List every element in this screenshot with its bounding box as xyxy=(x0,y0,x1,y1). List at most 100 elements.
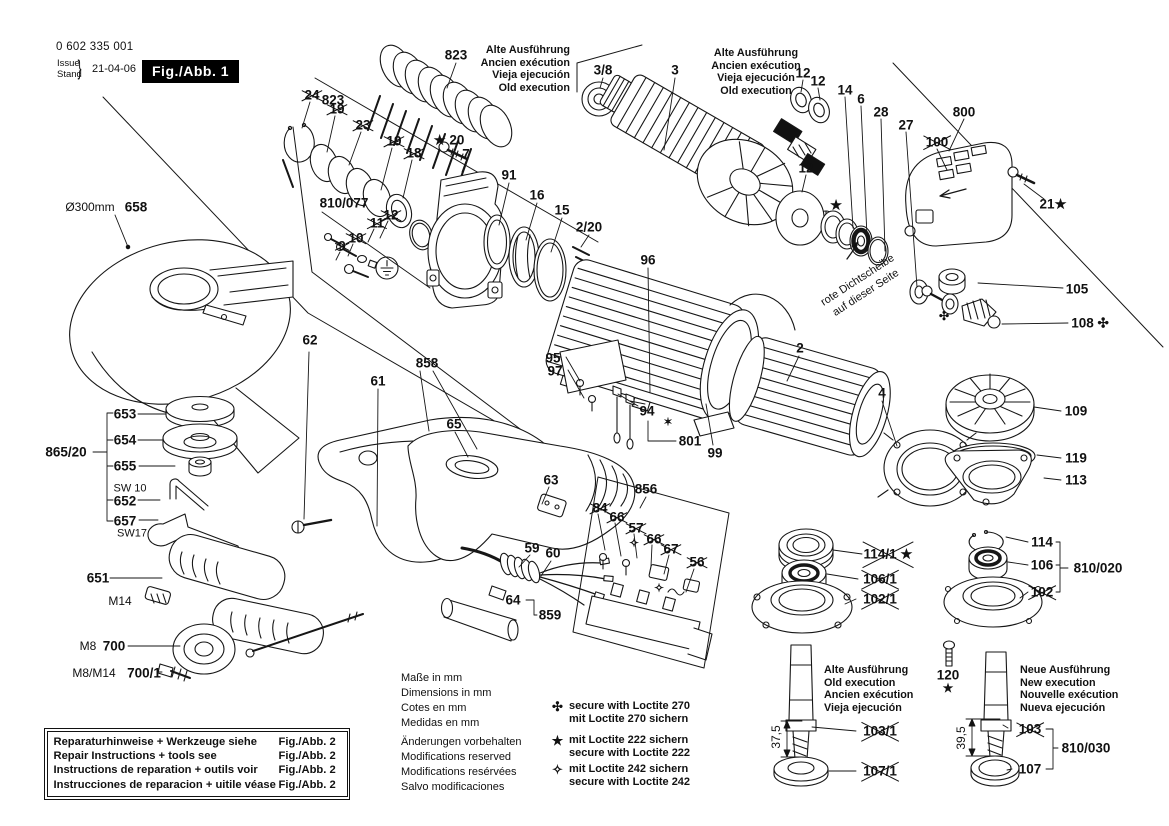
part-label-sym: ✣ xyxy=(938,309,950,323)
part-label-823: 823 xyxy=(444,47,468,63)
part-label-3-8: 3/8 xyxy=(593,62,613,78)
part-label-700-1: 700/1 xyxy=(127,665,161,681)
part-label-sym: ✧ xyxy=(628,536,640,550)
spindle-old-drawing xyxy=(773,644,829,787)
info-text: Instrucciones de reparacion + uitile véa… xyxy=(53,778,276,791)
spring-washer-stack-drawing xyxy=(379,44,513,148)
part-label-12: 12 xyxy=(383,207,399,223)
part-label-15: 15 xyxy=(554,202,570,218)
info-figure-ref: Fig./Abb. 2 xyxy=(278,749,336,762)
part-label-66: 66 xyxy=(609,509,625,525)
part-label-858: 858 xyxy=(415,355,439,371)
ring-set-drawing xyxy=(483,214,593,302)
part-label-19: 19 xyxy=(329,101,345,117)
part-label-39-5: 39,5 xyxy=(954,726,968,750)
part-label-24: 24 xyxy=(304,87,320,103)
part-label-m8: M8 xyxy=(79,639,97,653)
part-label-657: 657 xyxy=(113,513,137,529)
legend-symbol-icon: ✣ xyxy=(552,699,563,714)
part-label-61: 61 xyxy=(370,373,386,389)
part-label-94: 94 xyxy=(639,403,655,419)
issue-label: Issue xyxy=(57,58,80,69)
figure-label: Fig./Abb. 1 xyxy=(142,60,240,83)
part-label-60: 60 xyxy=(545,545,561,561)
part-label-sym: ✧ xyxy=(653,581,665,595)
part-label-100: 100 xyxy=(925,134,949,150)
part-label-6: 6 xyxy=(857,91,865,107)
info-figure-ref: Fig./Abb. 2 xyxy=(278,764,336,777)
part-label-10: 10 xyxy=(348,230,364,246)
part-label-sym: ★ xyxy=(829,197,843,213)
part-label-12: 12 xyxy=(798,160,814,176)
info-row: Instrucciones de reparacion + uitile véa… xyxy=(54,778,341,792)
info-text: Reparaturhinweise + Werkzeuge siehe xyxy=(53,735,257,748)
part-label-37-5: 37,5 xyxy=(769,725,783,749)
part-label-119: 119 xyxy=(1065,450,1087,466)
part-label-700: 700 xyxy=(102,638,126,654)
part-label-865-20: 865/20 xyxy=(45,444,87,460)
brace-glyph: } xyxy=(77,57,82,80)
part-label-sym: ✶ xyxy=(663,416,673,429)
group-boundary-lines xyxy=(102,44,1164,473)
part-label-107: 107 xyxy=(1018,761,1042,777)
info-text: Instructions de reparation + outils voir xyxy=(53,764,258,777)
part-label-810-020: 810/020 xyxy=(1073,560,1123,576)
part-label-105: 105 xyxy=(1065,281,1089,297)
part-label-62: 62 xyxy=(302,332,318,348)
part-label-2-20: 2/20 xyxy=(575,219,603,235)
part-label-106: 106 xyxy=(1030,557,1054,573)
part-label-64: 64 xyxy=(505,592,521,608)
motor-cap-drawing xyxy=(904,141,1036,247)
part-label-108: 108 ✣ xyxy=(1071,315,1109,331)
part-label-652: 652 xyxy=(113,493,137,509)
part-label-103: 103 xyxy=(1018,721,1042,737)
part-label-109: 109 xyxy=(1064,403,1088,419)
issue-stand-label: Issue Stand xyxy=(57,58,82,80)
part-label-sw17: SW17 xyxy=(117,527,147,540)
part-label-27: 27 xyxy=(898,117,914,133)
part-label-65: 65 xyxy=(446,416,462,432)
part-label-2: 2 xyxy=(796,340,804,356)
part-label-97: 97 xyxy=(547,363,563,379)
part-label-23: 23 xyxy=(355,117,371,133)
part-label-3: 3 xyxy=(671,62,679,78)
part-label-859: 859 xyxy=(538,607,562,623)
part-label-91: 91 xyxy=(501,167,517,183)
part-label-9: 9 xyxy=(338,238,346,254)
part-label-651: 651 xyxy=(86,570,110,586)
part-label-sw-10: SW 10 xyxy=(113,482,147,495)
part-label-658: 658 xyxy=(124,199,148,215)
part-label-7: 7 xyxy=(462,146,470,162)
part-label-655: 655 xyxy=(113,458,137,474)
motor-housing-drawing xyxy=(545,259,796,450)
field-stator-drawing xyxy=(728,335,891,458)
part-label-95: 95 xyxy=(545,350,561,366)
info-row: Instructions de reparation + outils voir… xyxy=(54,763,341,777)
legend-symbol-icon: ★ xyxy=(551,733,564,748)
gear-housing-drawing xyxy=(426,171,504,309)
part-label-20: ★ 20 xyxy=(433,132,465,148)
part-label-16: 16 xyxy=(529,187,545,203)
part-label-856: 856 xyxy=(634,481,658,497)
part-label-21: 21★ xyxy=(1039,196,1067,212)
info-figure-ref: Fig./Abb. 2 xyxy=(278,778,336,791)
wheel-guard-drawing xyxy=(69,239,300,474)
part-label-12: 12 xyxy=(810,73,826,89)
part-label-11: 11 xyxy=(369,215,385,231)
part-label-18: 18 xyxy=(406,145,422,161)
switch-assembly-drawing xyxy=(585,552,713,661)
part-label-12: 12 xyxy=(795,65,811,81)
